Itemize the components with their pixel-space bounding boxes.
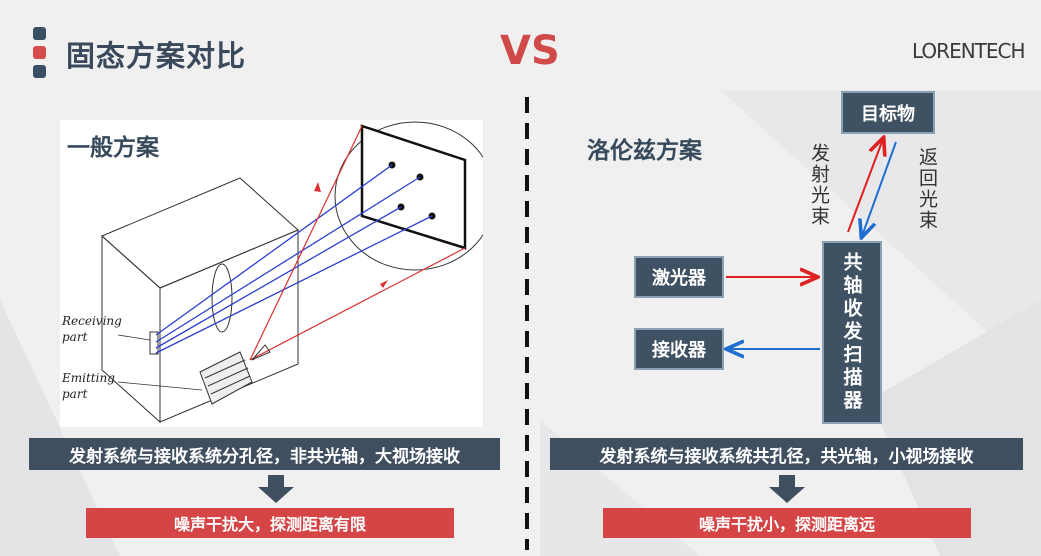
laser-box: 激光器 — [634, 256, 724, 298]
lorentz-scheme-title: 洛伦兹方案 — [587, 138, 702, 164]
dashed-divider — [525, 97, 529, 550]
down-arrow-icon — [769, 475, 805, 503]
target-box: 目标物 — [841, 91, 935, 134]
general-feature-bar: 发射系统与接收系统分孔径，非共光轴，大视场接收 — [29, 438, 500, 470]
general-scheme-title: 一般方案 — [67, 135, 159, 161]
return-beam-label: 返回光束 — [916, 147, 938, 231]
down-arrow-icon — [258, 475, 294, 503]
lorentz-feature-bar: 发射系统与接收系统共孔径，共光轴，小视场接收 — [550, 438, 1023, 470]
company-logo: LORENTECH — [912, 39, 1026, 63]
page-title: 固态方案对比 — [66, 39, 247, 73]
general-scheme-diagram — [101, 121, 483, 424]
title-bullet-icon — [33, 27, 46, 84]
vs-label: VS — [500, 28, 560, 74]
general-result-bar: 噪声干扰大，探测距离有限 — [86, 508, 454, 538]
receiver-box: 接收器 — [634, 328, 724, 370]
lorentz-result-bar: 噪声干扰小，探测距离远 — [603, 508, 971, 538]
coaxial-scanner-box: 共轴收发扫描器 — [822, 241, 882, 424]
emit-beam-label: 发射光束 — [808, 143, 830, 227]
